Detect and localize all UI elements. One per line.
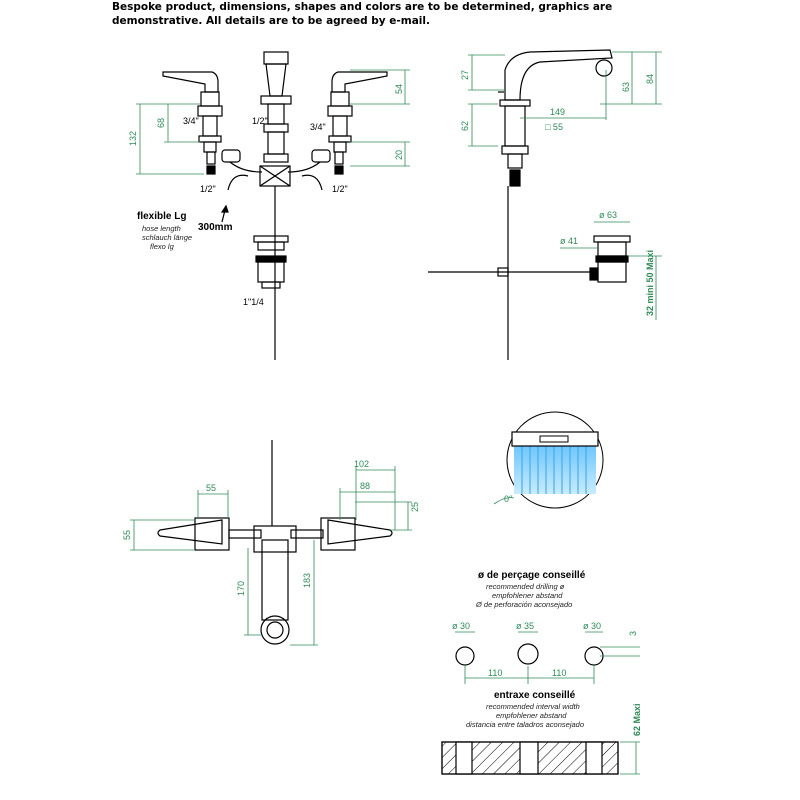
drilling-line-2: empfohlener abstand bbox=[492, 591, 563, 600]
drill-dia-right: ø 30 bbox=[583, 621, 601, 631]
interval-line-2: empfohlener abstand bbox=[496, 711, 567, 720]
drill-spacing-right: 110 bbox=[552, 668, 566, 678]
dim-63: 63 bbox=[621, 82, 631, 92]
dim-170: 170 bbox=[236, 581, 246, 596]
spray-detail bbox=[493, 411, 604, 509]
hose-line-3: flexo lg bbox=[150, 242, 175, 251]
dim-dia-41: ø 41 bbox=[560, 236, 578, 246]
disclaimer-text: Bespoke product, dimensions, shapes and … bbox=[112, 0, 672, 28]
dim-55-height: 55 bbox=[122, 530, 132, 540]
dim-84: 84 bbox=[645, 74, 655, 84]
hose-line-2: schlauch länge bbox=[142, 233, 192, 242]
thread-right-bottom: 1/2" bbox=[332, 184, 348, 194]
spray-angle: 0° bbox=[504, 494, 513, 504]
dim-102: 102 bbox=[354, 459, 369, 469]
dim-dia-63: ø 63 bbox=[599, 210, 617, 220]
disclaimer-line-1: Bespoke product, dimensions, shapes and … bbox=[112, 1, 613, 13]
drill-dia-left: ø 30 bbox=[452, 621, 470, 631]
thread-waste: 1"1/4 bbox=[243, 297, 264, 307]
hose-title: flexible Lg bbox=[137, 211, 186, 222]
side-view bbox=[428, 49, 662, 360]
drilling-line-1: recommended drilling ø bbox=[486, 582, 565, 591]
interval-line-1: recommended interval width bbox=[486, 702, 580, 711]
thread-right-top: 3/4" bbox=[310, 122, 326, 132]
thread-left-top: 3/4" bbox=[183, 116, 199, 126]
dim-55-width: 55 bbox=[206, 483, 216, 493]
thread-center: 1/2" bbox=[252, 116, 268, 126]
drilling-title: ø de perçage conseillé bbox=[478, 570, 586, 581]
hose-length: 300mm bbox=[198, 222, 233, 233]
interval-line-3: distancia entre taladros aconsejado bbox=[466, 720, 584, 729]
top-view bbox=[130, 440, 412, 646]
drill-offset-3: 3 bbox=[628, 631, 638, 636]
dim-20: 20 bbox=[394, 150, 404, 160]
dim-88: 88 bbox=[360, 481, 370, 491]
dim-square-55: □ 55 bbox=[545, 122, 563, 132]
dim-range: 32 mini 50 Maxi bbox=[645, 250, 655, 316]
dim-183: 183 bbox=[302, 573, 312, 588]
dim-62: 62 bbox=[460, 121, 470, 131]
dim-149: 149 bbox=[550, 107, 565, 117]
disclaimer-line-2: demonstrative. All details are to be agr… bbox=[112, 15, 430, 27]
drilling-line-3: Ø de perforación aconsejado bbox=[475, 600, 572, 609]
drilling-diagram bbox=[455, 631, 640, 684]
dim-54: 54 bbox=[394, 84, 404, 94]
dim-132: 132 bbox=[128, 131, 138, 146]
interval-title: entraxe conseillé bbox=[494, 690, 576, 701]
interval-max: 62 Maxi bbox=[632, 703, 642, 736]
front-view bbox=[136, 51, 410, 360]
dim-68: 68 bbox=[156, 118, 166, 128]
dim-27: 27 bbox=[460, 70, 470, 80]
drill-spacing-left: 110 bbox=[488, 668, 502, 678]
hose-line-1: hose length bbox=[142, 224, 181, 233]
dim-25: 25 bbox=[410, 502, 420, 512]
thread-left-bottom: 1/2" bbox=[200, 184, 216, 194]
interval-section bbox=[441, 741, 640, 775]
drill-dia-mid: ø 35 bbox=[516, 621, 534, 631]
